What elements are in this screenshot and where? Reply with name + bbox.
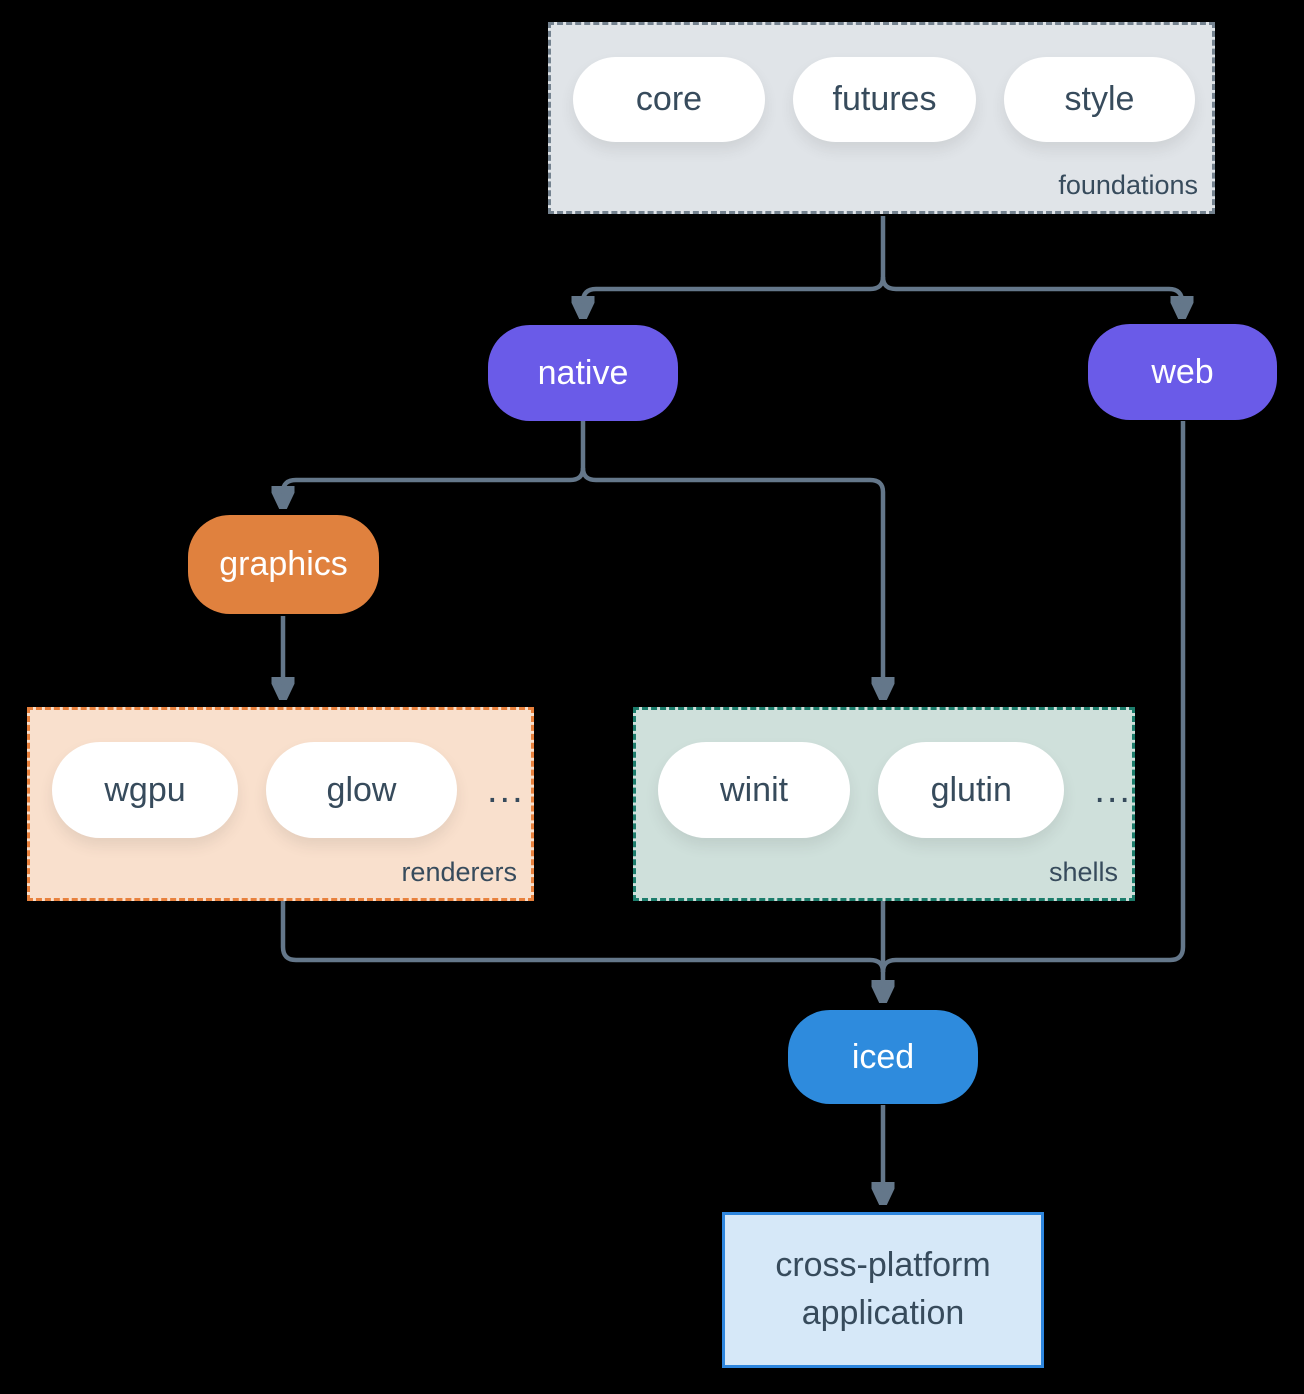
node-futures: futures — [793, 57, 976, 142]
node-core: core — [573, 57, 765, 142]
node-web-label: web — [1151, 352, 1214, 391]
connector-foundations-web — [880, 276, 1182, 316]
connector-native-graphics — [283, 467, 586, 506]
node-winit-label: winit — [720, 770, 789, 809]
node-cross-platform-application: cross-platform application — [722, 1212, 1044, 1368]
node-wgpu-label: wgpu — [104, 770, 186, 809]
node-graphics-label: graphics — [219, 545, 348, 583]
node-iced: iced — [788, 1010, 978, 1104]
shells-group: winit glutin ... shells — [633, 707, 1135, 901]
node-native-label: native — [537, 353, 629, 392]
connector-native-shells — [580, 467, 883, 697]
renderers-group-label: renderers — [401, 857, 517, 887]
node-glutin-label: glutin — [930, 770, 1012, 809]
node-cross-platform-application-label: cross-platform application — [775, 1246, 991, 1332]
renderers-group: wgpu glow ... renderers — [27, 707, 534, 901]
node-winit: winit — [658, 742, 851, 838]
connector-foundations-native — [583, 276, 886, 316]
node-glow-label: glow — [326, 770, 397, 809]
node-web: web — [1088, 324, 1277, 420]
node-style: style — [1004, 57, 1195, 142]
node-style-label: style — [1064, 80, 1135, 118]
foundations-pill-row: core futures style — [551, 25, 1212, 142]
foundations-group-label: foundations — [1058, 170, 1198, 200]
node-wgpu: wgpu — [52, 742, 238, 838]
foundations-group: core futures style foundations — [548, 22, 1215, 214]
connector-renderers-merge — [280, 901, 886, 973]
shells-group-label: shells — [1048, 857, 1118, 887]
shells-ellipsis: ... — [1094, 768, 1132, 811]
renderers-pill-row: wgpu glow ... — [30, 710, 531, 838]
node-glow: glow — [266, 742, 457, 838]
node-glutin: glutin — [878, 742, 1065, 838]
renderers-ellipsis: ... — [487, 768, 525, 811]
node-futures-label: futures — [832, 80, 937, 118]
node-iced-label: iced — [851, 1037, 915, 1076]
shells-pill-row: winit glutin ... — [636, 710, 1132, 838]
node-graphics: graphics — [188, 515, 379, 614]
node-native: native — [488, 325, 678, 421]
node-core-label: core — [635, 80, 703, 118]
